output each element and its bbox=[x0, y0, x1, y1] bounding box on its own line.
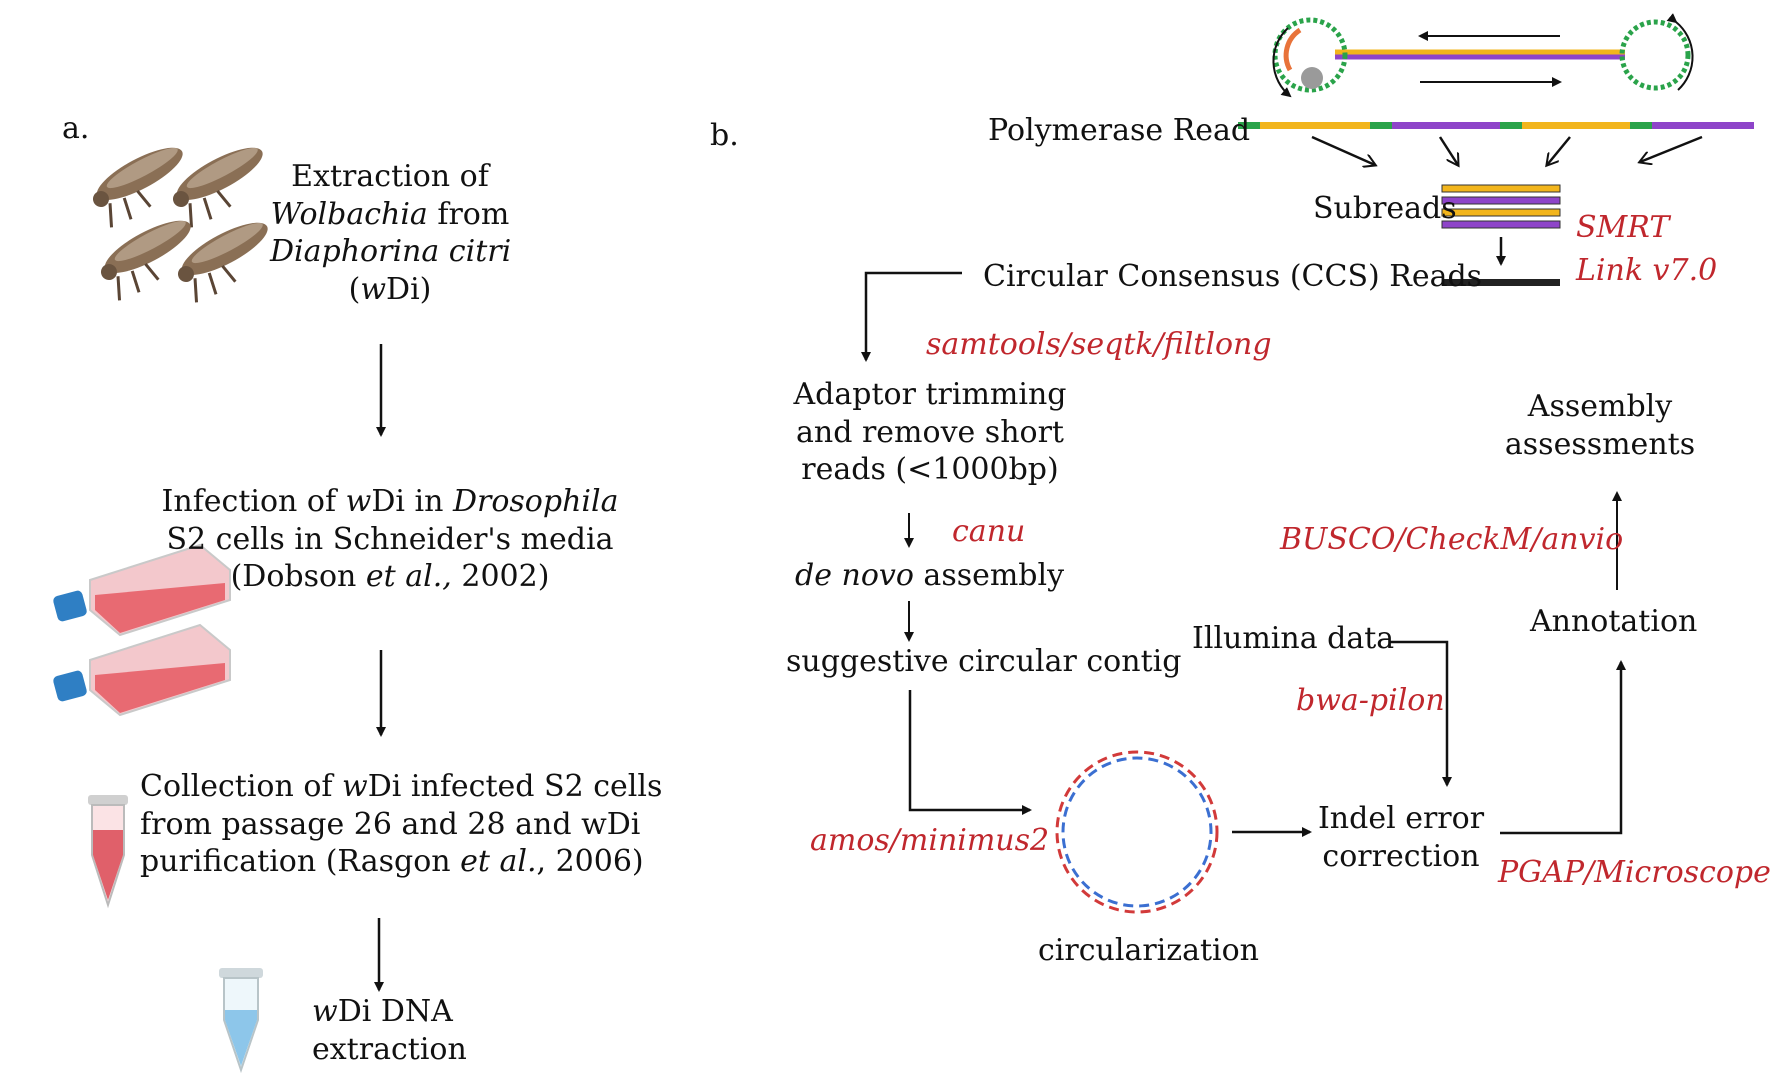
suggestive-contig-label: suggestive circular contig bbox=[786, 644, 1182, 679]
indel-line2: correction bbox=[1322, 838, 1480, 874]
step-collection-line3: purification (Rasgon et al., 2006) bbox=[140, 843, 644, 881]
t9: w bbox=[342, 769, 368, 804]
t4: Drosophila bbox=[452, 484, 619, 519]
step-dna-line1: wDi DNA bbox=[312, 993, 467, 1031]
subreads-stack bbox=[1441, 184, 1561, 229]
assembly-assessments-label: Assembly assessments bbox=[1500, 388, 1700, 463]
indel-to-annotation-arrow bbox=[1500, 660, 1626, 835]
t11: purification (Rasgon bbox=[140, 844, 461, 879]
tool-samtools-label: samtools/seqtk/filtlong bbox=[926, 327, 1272, 362]
w-text: w bbox=[360, 271, 387, 307]
step-extraction: Extraction of Wolbachia from Diaphorina … bbox=[270, 158, 512, 309]
denovo-assembly-label: de novo assembly bbox=[795, 557, 1064, 595]
t8: Collection of bbox=[140, 769, 343, 804]
step-collection-line2: from passage 26 and 28 and wDi bbox=[140, 806, 641, 842]
assembly-text: assembly bbox=[913, 558, 1065, 593]
ccs-read-bar bbox=[1442, 279, 1560, 286]
illumina-data-label: Illumina data bbox=[1192, 621, 1395, 656]
polymerase-read-label: Polymerase Read bbox=[988, 113, 1251, 148]
t13: , 2006) bbox=[536, 844, 644, 879]
step-infection-line3: (Dobson et al., 2002) bbox=[160, 558, 620, 596]
subread-arrows bbox=[1311, 135, 1703, 165]
circularization-label: circularization bbox=[1038, 933, 1260, 968]
t10: Di infected S2 cells bbox=[367, 769, 663, 804]
indel-line1: Indel error bbox=[1317, 801, 1485, 836]
t6: et al., bbox=[365, 559, 452, 594]
circular-dna-icon bbox=[1055, 750, 1219, 914]
step-extraction-line3: Diaphorina citri bbox=[270, 233, 512, 271]
annotation-label: Annotation bbox=[1530, 604, 1698, 639]
illumina-to-indel-arrow bbox=[1390, 640, 1452, 787]
paren-open: ( bbox=[348, 271, 361, 307]
step-dna-extraction: wDi DNA extraction bbox=[312, 993, 467, 1068]
step-collection: Collection of wDi infected S2 cells from… bbox=[140, 768, 662, 881]
panel-a-label: a. bbox=[62, 111, 90, 146]
t14: w bbox=[312, 994, 338, 1029]
tool-canu-label: canu bbox=[952, 514, 1026, 549]
step-extraction-line2: Wolbachia from bbox=[270, 196, 510, 234]
sample-tube-blue-icon bbox=[219, 968, 263, 1074]
step-dna-line2: extraction bbox=[312, 1031, 467, 1067]
t2: w bbox=[345, 484, 372, 519]
panel-a-arrows bbox=[374, 344, 386, 992]
adaptor-trimming-label: Adaptor trimming and remove short reads … bbox=[790, 376, 1070, 489]
contig-to-circle-arrow bbox=[908, 690, 1032, 815]
adaptor-line2: and remove short bbox=[796, 414, 1064, 450]
panel-b-label: b. bbox=[710, 118, 739, 153]
psyllid-insects-icon bbox=[92, 147, 268, 303]
assess-line1: Assembly bbox=[1527, 389, 1673, 424]
subreads-label: Subreads bbox=[1313, 191, 1457, 226]
assess-line2: assessments bbox=[1504, 426, 1696, 462]
t5: (Dobson bbox=[230, 559, 366, 594]
tool-bwa-pilon-label: bwa-pilon bbox=[1296, 683, 1445, 718]
step-infection-line1: Infection of wDi in Drosophila bbox=[160, 483, 620, 521]
smrt-link-label-2: Link v7.0 bbox=[1576, 253, 1718, 288]
step-infection: Infection of wDi in Drosophila S2 cells … bbox=[160, 483, 620, 596]
di-text: Di) bbox=[386, 271, 432, 307]
denovo-italic: de novo bbox=[795, 558, 914, 593]
step-extraction-line1: Extraction of bbox=[291, 159, 489, 194]
ccs-reads-label: Circular Consensus (CCS) Reads bbox=[983, 259, 1483, 294]
step-infection-line2: S2 cells in Schneider's media bbox=[166, 521, 614, 557]
step-collection-line1: Collection of wDi infected S2 cells bbox=[140, 768, 662, 806]
t7: 2002) bbox=[451, 559, 550, 594]
t1: Infection of bbox=[161, 484, 346, 519]
ccs-to-adaptor-arrow bbox=[861, 271, 962, 362]
diaphorina-text: Diaphorina citri bbox=[270, 234, 512, 269]
wolbachia-text: Wolbachia bbox=[270, 196, 428, 232]
t3: Di in bbox=[371, 484, 453, 519]
step-extraction-line4: (wDi) bbox=[270, 271, 510, 309]
sample-tube-red-icon bbox=[88, 795, 128, 909]
from-text: from bbox=[427, 196, 510, 232]
tool-busco-label: BUSCO/CheckM/anvio bbox=[1280, 522, 1624, 557]
smrtbell-template-icon bbox=[1272, 13, 1694, 98]
culture-flask-icon bbox=[53, 543, 231, 717]
tool-pgap-label: PGAP/Microscope bbox=[1498, 855, 1770, 890]
t15: Di DNA bbox=[337, 994, 453, 1029]
adaptor-line3: reads (<1000bp) bbox=[801, 452, 1059, 487]
smrt-link-label-1: SMRT bbox=[1576, 210, 1670, 245]
tool-amos-label: amos/minimus2 bbox=[810, 823, 1050, 858]
t12: et al. bbox=[460, 844, 537, 879]
indel-correction-label: Indel error correction bbox=[1316, 800, 1486, 875]
polymerase-read-bar bbox=[1238, 122, 1754, 129]
adaptor-line1: Adaptor trimming bbox=[793, 377, 1067, 412]
